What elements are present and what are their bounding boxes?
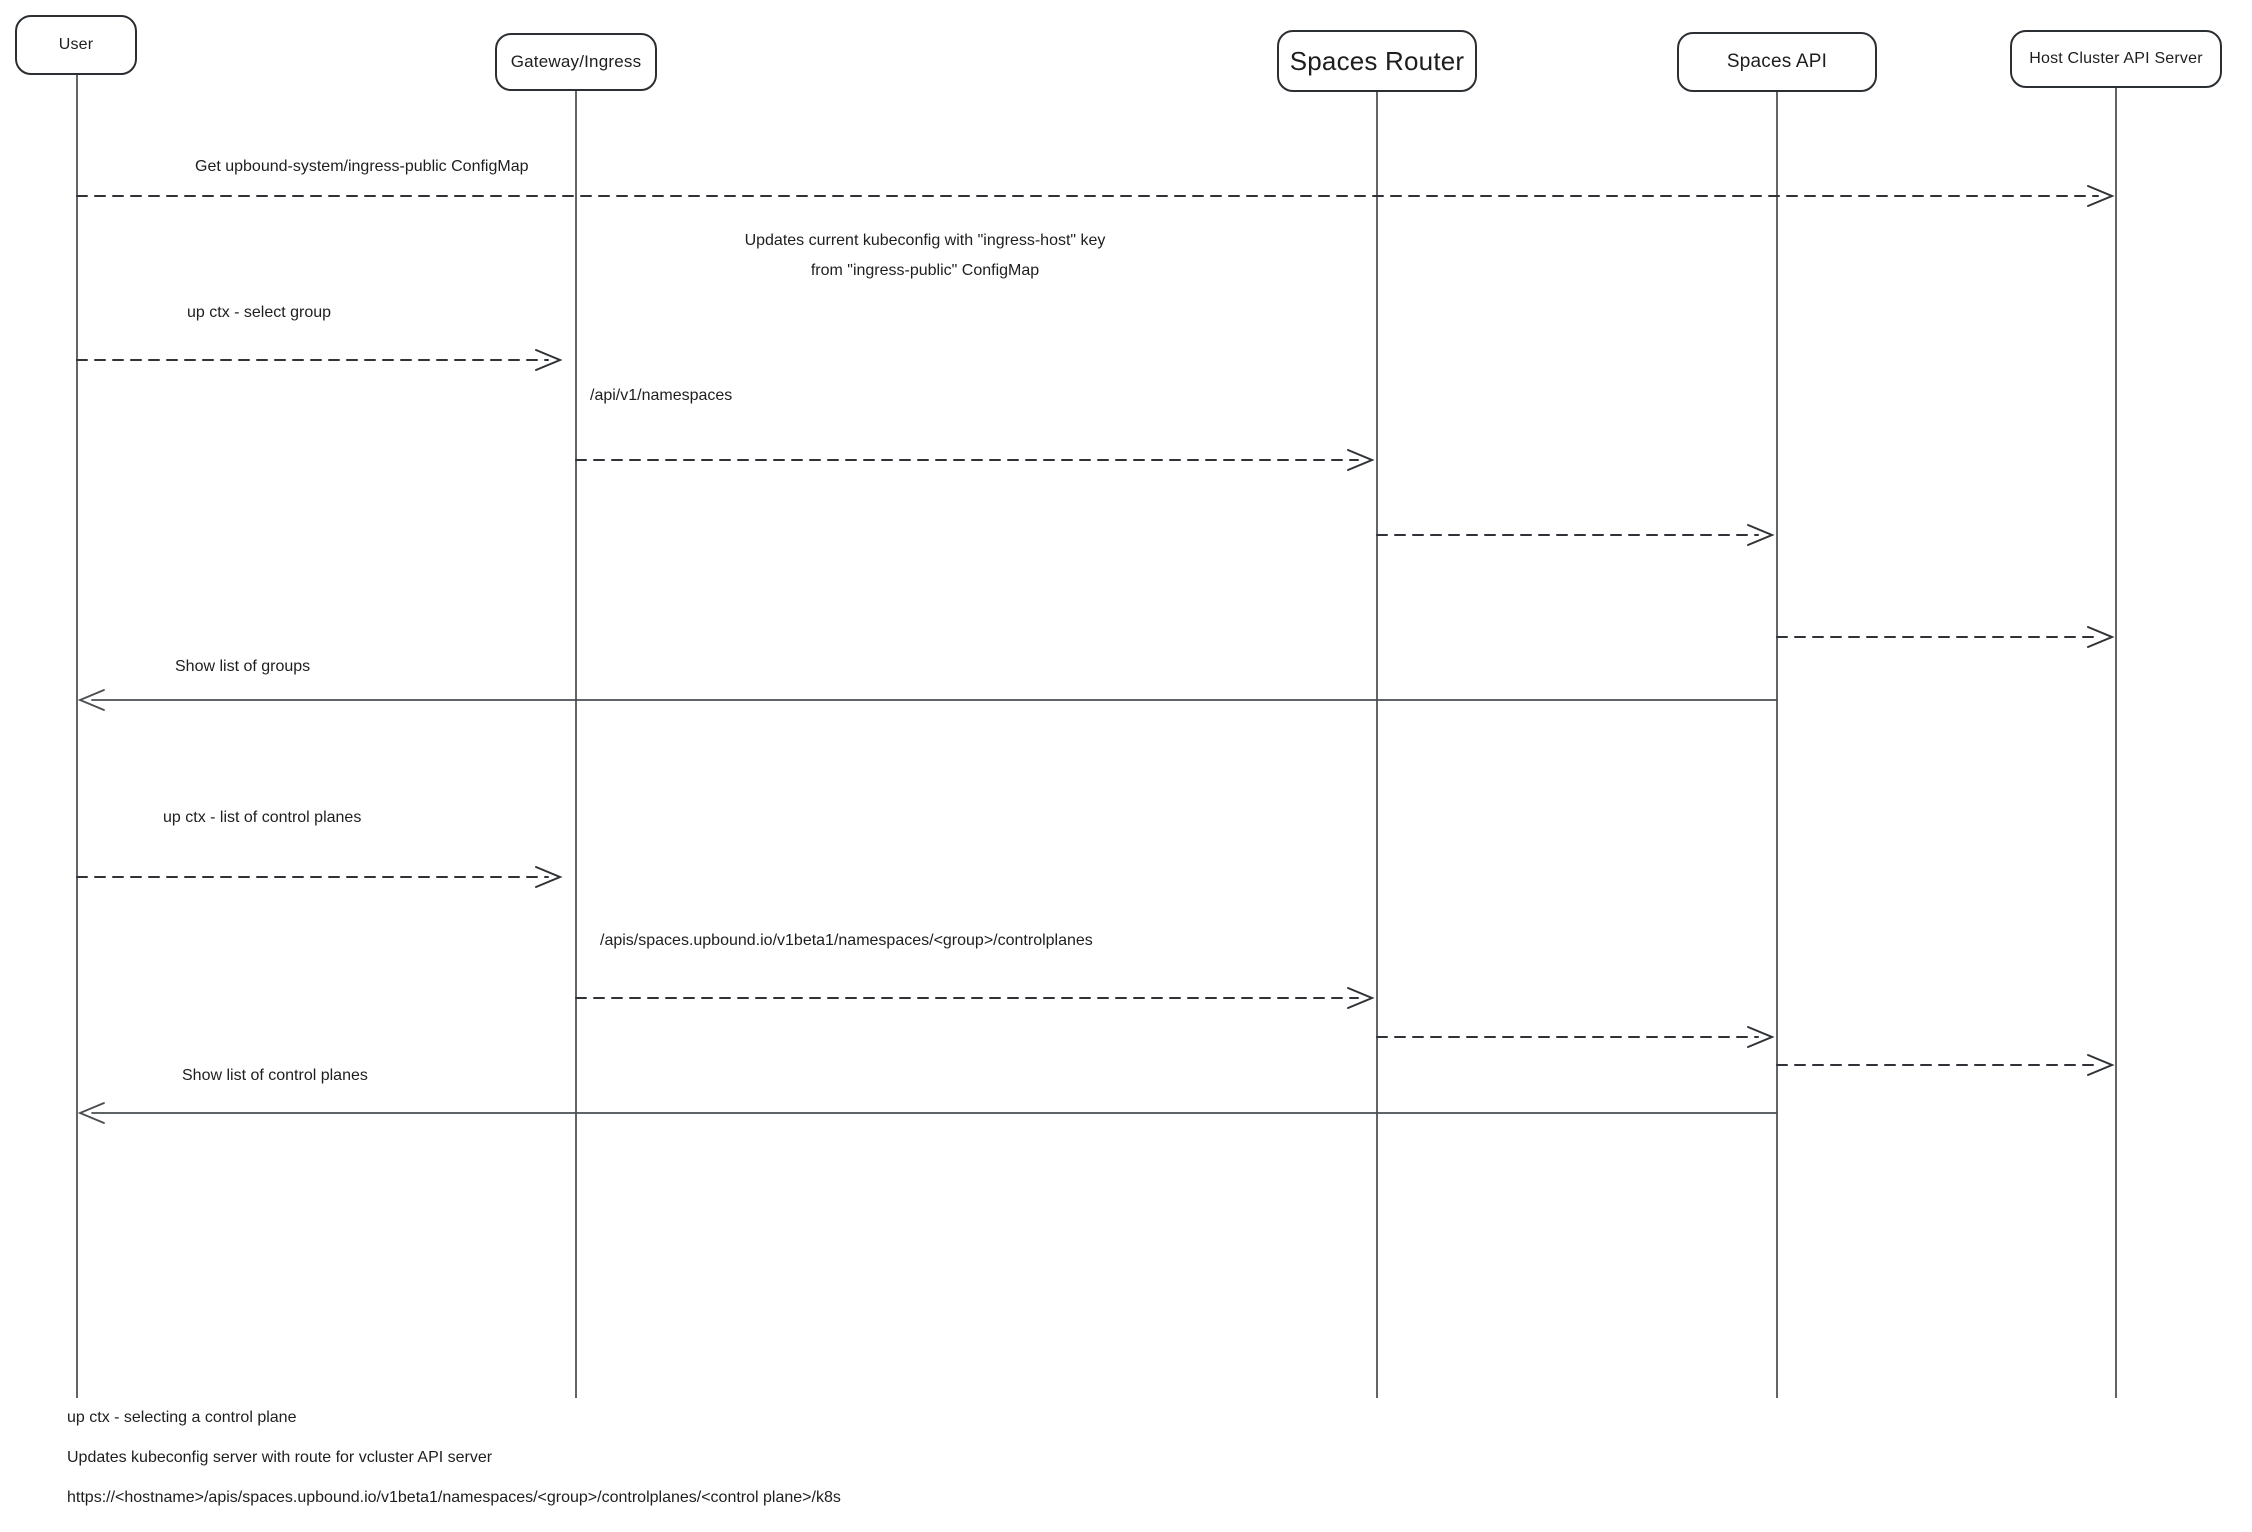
arrowhead-show-control-planes: [77, 1102, 105, 1124]
actor-host-cluster-api-server: Host Cluster API Server: [2010, 30, 2222, 88]
label-list-control-planes: up ctx - list of control planes: [163, 809, 362, 826]
actor-gateway-ingress: Gateway/Ingress: [495, 33, 657, 91]
arrowhead-api-namespaces: [1347, 449, 1375, 471]
actor-host-cluster-api-server-label: Host Cluster API Server: [2029, 50, 2203, 67]
actor-spaces-router-label: Spaces Router: [1289, 45, 1465, 76]
arrowhead-select-group: [535, 349, 563, 371]
arrowhead-router-to-api-2: [1747, 1026, 1775, 1048]
label-apis-controlplanes: /apis/spaces.upbound.io/v1beta1/namespac…: [600, 932, 1093, 949]
actor-spaces-api-label: Spaces API: [1726, 51, 1828, 72]
lifelines: [76, 75, 2117, 1398]
note-kubeconfig-line2: from "ingress-public" ConfigMap: [810, 262, 1040, 279]
arrowhead-list-control-planes: [535, 866, 563, 888]
arrowhead-api-to-host-1: [2087, 626, 2115, 648]
note-kubeconfig-line1: Updates current kubeconfig with "ingress…: [744, 232, 1106, 249]
label-show-groups: Show list of groups: [175, 658, 311, 675]
label-select-group: up ctx - select group: [187, 304, 332, 321]
actor-user-label: User: [58, 36, 94, 53]
arrowhead-router-to-api-1: [1747, 524, 1775, 546]
return-arrows: [77, 689, 1778, 1124]
footnote-vcluster-url: https://<hostname>/apis/spaces.upbound.i…: [67, 1489, 841, 1506]
footnote-updates-kubeconfig: Updates kubeconfig server with route for…: [67, 1449, 493, 1466]
arrowhead-show-groups: [77, 689, 105, 711]
label-show-control-planes: Show list of control planes: [182, 1067, 368, 1084]
actor-spaces-api: Spaces API: [1677, 32, 1877, 92]
actor-spaces-router: Spaces Router: [1277, 30, 1477, 92]
arrowhead-get-configmap: [2087, 185, 2115, 207]
footnote-selecting-control-plane: up ctx - selecting a control plane: [67, 1409, 297, 1426]
label-api-namespaces: /api/v1/namespaces: [590, 387, 733, 404]
arrowhead-apis-controlplanes: [1347, 987, 1375, 1009]
label-get-configmap: Get upbound-system/ingress-public Config…: [195, 158, 529, 175]
request-arrows: [76, 185, 2115, 1076]
actor-gateway-ingress-label: Gateway/Ingress: [510, 52, 642, 71]
arrowhead-api-to-host-2: [2087, 1054, 2115, 1076]
actor-user: User: [15, 15, 137, 75]
